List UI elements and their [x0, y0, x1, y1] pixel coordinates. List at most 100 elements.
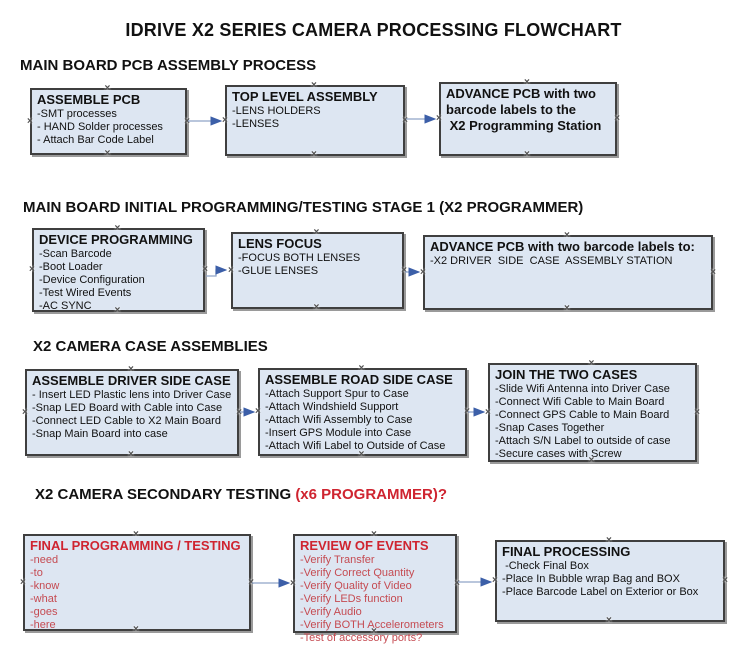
- connector-handle-icon: ×: [202, 264, 208, 275]
- connector-handle-icon: ×: [255, 406, 261, 417]
- connector-handle-icon: ×: [236, 406, 242, 418]
- flow-box-advance-pcb-programming-station: ADVANCE PCB with two barcode labels to t…: [436, 78, 620, 160]
- connector-handle-icon: ×: [485, 406, 491, 418]
- section-heading-text: X2 CAMERA SECONDARY TESTING: [35, 486, 296, 503]
- box-item-list: -Scan Barcode-Boot Loader-Device Configu…: [39, 248, 198, 313]
- box-item-line: -to: [30, 567, 43, 579]
- box-title: ASSEMBLE PCB: [37, 92, 141, 107]
- box-item-line: -Check Final Box: [502, 560, 589, 572]
- flow-box-advance-pcb-case-assembly: ADVANCE PCB with two barcode labels to: …: [420, 231, 716, 314]
- box-title: JOIN THE TWO CASES: [495, 367, 638, 382]
- box-item-line: -need: [30, 554, 59, 566]
- connector-handle-icon: ×: [564, 303, 570, 314]
- flow-box-assemble-road-side-case: ASSEMBLE ROAD SIDE CASE -Attach Support …: [255, 364, 470, 460]
- box-title: ASSEMBLE DRIVER SIDE CASE: [32, 373, 231, 388]
- box-item-line: -Verify Audio: [300, 606, 362, 618]
- box-item-line: -Attach Windshield Support: [265, 401, 399, 413]
- box-item-line: -Attach Support Spur to Case: [265, 388, 409, 400]
- box-item-line: - Attach Bar Code Label: [37, 134, 154, 146]
- connector-handle-icon: ×: [228, 264, 234, 276]
- box-title: ADVANCE PCB with two barcode labels to:: [430, 239, 695, 254]
- box-item-list: -need-to-know-what-goes-here: [30, 554, 244, 632]
- box-item-line: -FOCUS BOTH LENSES: [238, 252, 361, 264]
- section-heading-red-suffix: (x6 PROGRAMMER)?: [295, 486, 447, 503]
- box-item-line: -Test of accessory ports?: [300, 632, 423, 644]
- box-item-line: -here: [30, 619, 56, 631]
- box-item-line: - HAND Solder processes: [37, 121, 163, 133]
- box-item-line: -Attach S/N Label to outside of case: [495, 435, 671, 447]
- box-item-line: -Attach Wifi Label to Outside of Case: [265, 440, 446, 452]
- connector-handle-icon: ×: [606, 615, 612, 626]
- flow-box-final-processing: FINAL PROCESSING -Check Final Box-Place …: [492, 536, 728, 626]
- section-heading-secondary-testing: X2 CAMERA SECONDARY TESTING (x6 PROGRAMM…: [35, 486, 447, 503]
- box-item-list: -X2 DRIVER SIDE CASE ASSEMBLY STATION: [430, 255, 706, 268]
- box-item-line: -Verify Transfer: [300, 554, 375, 566]
- box-item-line: -Place In Bubble wrap Bag and BOX: [502, 573, 680, 585]
- box-title: DEVICE PROGRAMMING: [39, 232, 193, 247]
- box-item-line: -Verify Quality of Video: [300, 580, 412, 592]
- connector-handle-icon: ×: [104, 148, 111, 159]
- box-title: FINAL PROGRAMMING / TESTING: [30, 538, 241, 553]
- flow-box-device-programming: DEVICE PROGRAMMING -Scan Barcode-Boot Lo…: [29, 224, 208, 316]
- flow-box-lens-focus: LENS FOCUS -FOCUS BOTH LENSES-GLUE LENSE…: [228, 228, 407, 313]
- flow-box-join-the-two-cases: JOIN THE TWO CASES -Slide Wifi Antenna i…: [485, 359, 700, 466]
- connector-handle-icon: ×: [614, 113, 620, 124]
- box-item-line: -Place Barcode Label on Exterior or Box: [502, 586, 699, 598]
- box-item-line: -Connect LED Cable to X2 Main Board: [32, 415, 221, 427]
- box-item-line: -Insert GPS Module into Case: [265, 427, 412, 439]
- box-item-line: -Verify BOTH Accelerometers: [300, 619, 444, 631]
- connector-handle-icon: ×: [694, 406, 700, 418]
- section-heading-text: MAIN BOARD PCB ASSEMBLY PROCESS: [20, 57, 317, 74]
- connector-handle-icon: ×: [454, 577, 460, 589]
- connector-handle-icon: ×: [436, 113, 442, 124]
- box-item-line: -LENSES: [232, 118, 280, 130]
- connector-handle-icon: ×: [492, 575, 498, 586]
- box-title: TOP LEVEL ASSEMBLY: [232, 89, 378, 104]
- flow-box-assemble-driver-side-case: ASSEMBLE DRIVER SIDE CASE - Insert LED P…: [22, 365, 242, 460]
- connector-handle-icon: ×: [222, 114, 228, 126]
- box-item-line: -Scan Barcode: [39, 248, 112, 260]
- box-item-line: -Connect GPS Cable to Main Board: [495, 409, 670, 421]
- connector-handle-icon: ×: [128, 449, 134, 460]
- box-item-line: -Snap Main Board into case: [32, 428, 168, 440]
- connector-handle-icon: ×: [313, 302, 320, 313]
- connector-handle-icon: ×: [722, 575, 728, 586]
- connector-handle-icon: ×: [710, 266, 716, 278]
- connector-arrow: [206, 265, 228, 277]
- section-heading-text: MAIN BOARD INITIAL PROGRAMMING/TESTING S…: [23, 199, 584, 216]
- box-item-list: -Attach Support Spur to Case-Attach Wind…: [265, 388, 460, 453]
- box-item-line: -Verify LEDs function: [300, 593, 403, 605]
- box-item-line: -X2 DRIVER SIDE CASE ASSEMBLY STATION: [430, 255, 673, 267]
- box-item-list: -SMT processes- HAND Solder processes- A…: [37, 108, 180, 147]
- box-item-line: -AC SYNC: [39, 300, 92, 312]
- connector-handle-icon: ×: [524, 149, 530, 160]
- box-item-line: -Secure cases with Screw: [495, 448, 622, 460]
- box-item-line: -Attach Wifi Assembly to Case: [265, 414, 413, 426]
- connector-handle-icon: ×: [248, 576, 254, 588]
- flow-box-final-programming-testing: FINAL PROGRAMMING / TESTING -need-to-kno…: [20, 530, 254, 635]
- connector-handle-icon: ×: [290, 577, 296, 589]
- section-heading-text: X2 CAMERA CASE ASSEMBLIES: [33, 338, 268, 355]
- box-item-list: -Slide Wifi Antenna into Driver Case-Con…: [495, 383, 690, 461]
- box-title: REVIEW OF EVENTS: [300, 538, 429, 553]
- box-item-line: -Verify Correct Quantity: [300, 567, 415, 579]
- box-item-line: - Insert LED Plastic lens into Driver Ca…: [32, 389, 232, 401]
- box-item-line: -SMT processes: [37, 108, 117, 120]
- box-item-list: -LENS HOLDERS-LENSES: [232, 105, 398, 131]
- box-item-line: -Connect Wifi Cable to Main Board: [495, 396, 665, 408]
- box-item-list: - Insert LED Plastic lens into Driver Ca…: [32, 389, 232, 441]
- connector-handle-icon: ×: [464, 406, 470, 417]
- box-item-line: -goes: [30, 606, 58, 618]
- connector-handle-icon: ×: [311, 149, 317, 160]
- section-heading-initial-programming: MAIN BOARD INITIAL PROGRAMMING/TESTING S…: [23, 199, 583, 216]
- box-title: FINAL PROCESSING: [502, 544, 631, 559]
- box-item-line: -LENS HOLDERS: [232, 105, 321, 117]
- box-item-list: -FOCUS BOTH LENSES-GLUE LENSES: [238, 252, 397, 278]
- box-item-line: -what: [30, 593, 57, 605]
- flow-box-top-level-assembly: TOP LEVEL ASSEMBLY -LENS HOLDERS-LENSES …: [222, 81, 408, 160]
- box-item-line: -know: [30, 580, 60, 592]
- box-title: ADVANCE PCB with two barcode labels to t…: [446, 86, 602, 133]
- connector-handle-icon: ×: [20, 576, 26, 588]
- box-title: ASSEMBLE ROAD SIDE CASE: [265, 372, 453, 387]
